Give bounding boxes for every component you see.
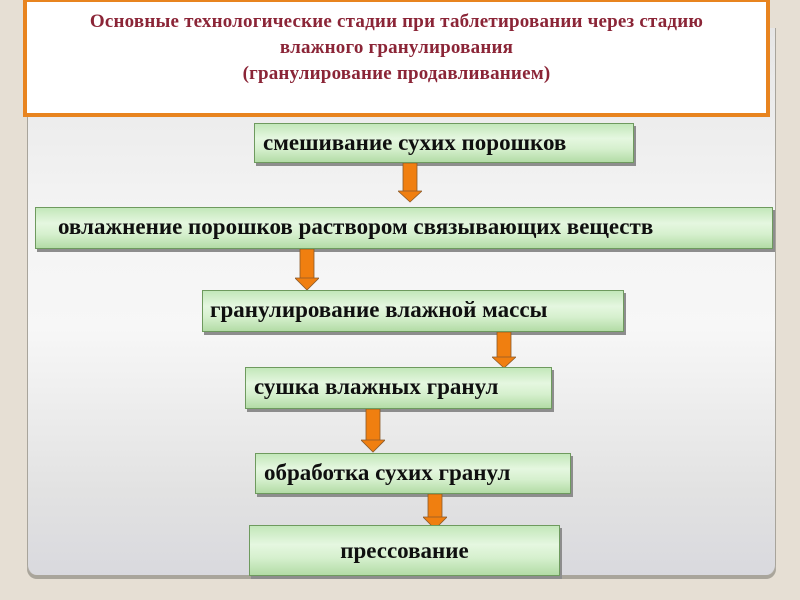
arrow-down-icon: [492, 332, 516, 369]
arrow-down-icon: [361, 409, 385, 453]
arrow-down-icon: [423, 494, 447, 530]
step-label: гранулирование влажной массы: [210, 297, 548, 322]
title-line-2: влажного гранулирования: [279, 37, 514, 58]
step-moistening: овлажнение порошков раствором связывающи…: [35, 207, 773, 249]
step-label: смешивание сухих порошков: [263, 130, 567, 155]
step-drying: сушка влажных гранул: [245, 367, 552, 409]
step-label: овлажнение порошков раствором связывающи…: [58, 214, 654, 239]
arrow-down-icon: [398, 163, 422, 203]
step-label: сушка влажных гранул: [254, 374, 499, 399]
title-box: Основные технологические стадии при табл…: [23, 0, 770, 117]
arrow-down-icon: [295, 249, 319, 291]
title-line-1: Основные технологические стадии при табл…: [89, 11, 704, 32]
step-processing: обработка сухих гранул: [255, 453, 571, 494]
step-granulation: гранулирование влажной массы: [202, 290, 624, 332]
title-line-3: (гранулирование продавливанием): [242, 63, 551, 84]
step-mixing: смешивание сухих порошков: [254, 123, 634, 163]
step-label: обработка сухих гранул: [264, 460, 511, 485]
step-pressing: прессование: [249, 525, 560, 576]
step-label: прессование: [340, 538, 469, 563]
